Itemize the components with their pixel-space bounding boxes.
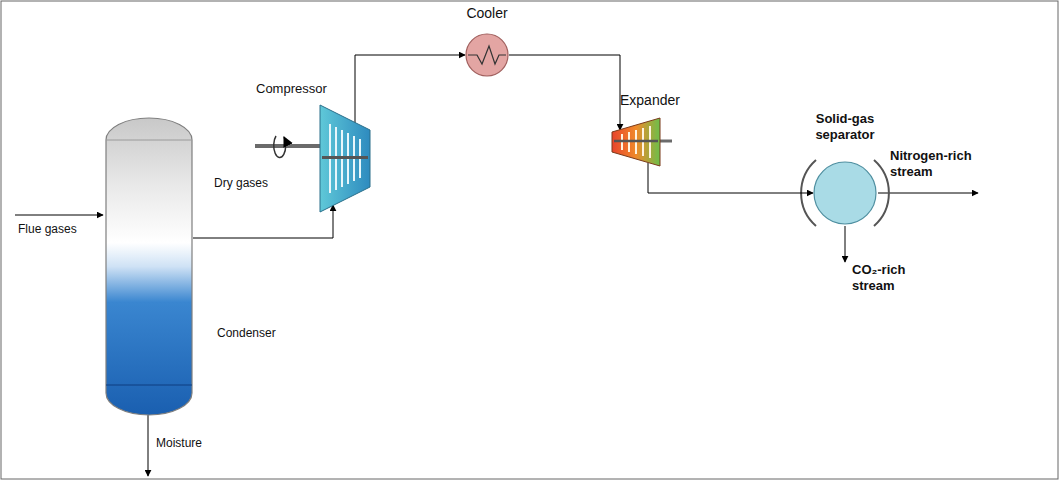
cooler: Cooler [465,33,509,77]
flow-line [355,55,465,123]
compressor: Compressor [320,105,370,212]
outlet-line [845,226,846,262]
expander-symbol [612,118,660,166]
node-label: Condenser [217,326,307,340]
flow-line [509,55,620,130]
node-label: Cooler [447,5,527,22]
node-label: Expander [620,92,700,109]
outlet-line [148,415,149,476]
outlet-line [878,193,978,194]
node-label: Solid-gas separator [795,111,895,142]
flow-line [648,163,813,193]
condenser-column: Condenser [105,118,193,415]
rotation-arrow [274,136,286,157]
shaft [660,140,672,143]
separator: Solid-gas separator [813,161,877,225]
stream-label: Moisture [156,436,236,450]
stream-label: Dry gases [214,176,268,190]
stream-label: CO₂-rich stream [852,262,916,293]
inlet-line [15,215,103,216]
stream-label: Flue gases [18,222,98,236]
condenser-vessel [105,118,193,415]
expander: Expander [612,118,660,166]
separator-symbol [813,161,877,225]
shaft [255,144,322,148]
cooler-symbol [465,33,509,77]
node-label: Compressor [256,81,346,97]
stream-label: Nitrogen-rich stream [890,148,988,179]
flow-line [193,205,333,238]
compressor-symbol [320,105,370,212]
